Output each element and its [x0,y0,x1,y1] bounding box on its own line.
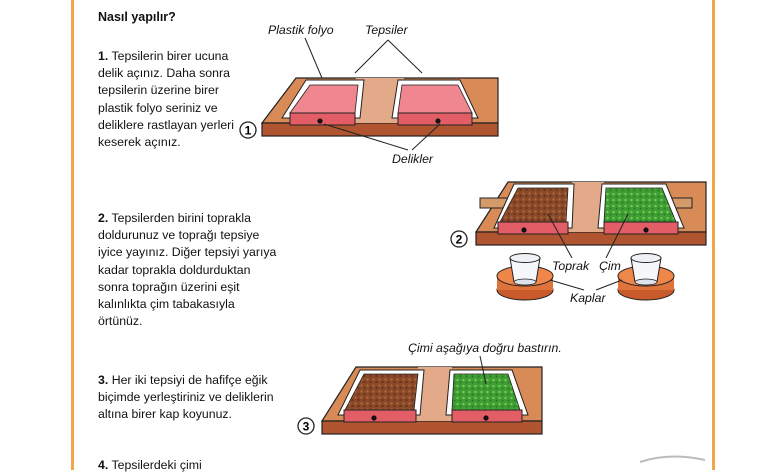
step-1: 1. Tepsilerin birer ucuna delik açınız. … [98,48,240,151]
label-toprak: Toprak [552,259,590,273]
figure-3-number-text: 3 [303,420,310,434]
figure-2-right-cup [617,253,675,301]
step-1-text: Tepsilerin birer ucuna delik açınız. Dah… [98,49,235,150]
step-3: 3. Her iki tepsiyi de hafifçe eğik biçim… [98,372,274,424]
figure-1-number-text: 1 [245,124,252,138]
step-3-text: Her iki tepsiyi de hafifçe eğik biçimde … [98,373,274,422]
figure-1-pointer-lines [304,37,441,151]
label-kaplar: Kaplar [570,291,606,305]
hole-right-2 [643,227,649,233]
figure-2-number-text: 2 [456,233,463,247]
step-4-text: Tepsilerdeki çimi [111,458,202,472]
figure-1-number: 1 [239,121,257,139]
left-orange-rule [71,0,74,470]
figure-2-number: 2 [450,230,468,248]
figure-3-pointer-line [479,355,487,385]
label-tepsiler: Tepsiler [365,23,408,37]
figure-2-left-tray [493,183,575,235]
hole-right [435,118,441,124]
step-2-text: Tepsilerden birini toprakla doldurunuz v… [98,211,277,329]
figure-2-left-cup [496,253,554,301]
step-1-number: 1. [98,49,109,63]
label-bastirin: Çimi aşağıya doğru bastırın. [408,341,562,355]
step-2-number: 2. [98,211,109,225]
figure-3-number: 3 [297,417,315,435]
figure-3-left-tray [337,369,425,423]
label-delikler: Delikler [392,152,433,166]
label-plastik-folyo: Plastik folyo [268,23,334,37]
hole-right-3 [483,415,489,421]
figure-1-left-tray [281,79,365,126]
section-title: Nasıl yapılır? [98,10,176,24]
decorative-curve [639,455,706,463]
hole-left [317,118,323,124]
figure-2-pointer-lines [547,213,629,291]
step-4: 4. Tepsilerdeki çimi [98,457,274,474]
figure-3-right-tray [445,369,529,423]
hole-left-3 [371,415,377,421]
figure-2-right-tray [597,183,685,235]
step-3-number: 3. [98,373,109,387]
right-orange-rule [712,0,715,470]
step-2: 2. Tepsilerden birini toprakla doldurunu… [98,210,278,330]
label-cim: Çim [599,259,621,273]
hole-left-2 [521,227,527,233]
figure-1-right-tray [391,79,479,126]
step-4-number: 4. [98,458,109,472]
